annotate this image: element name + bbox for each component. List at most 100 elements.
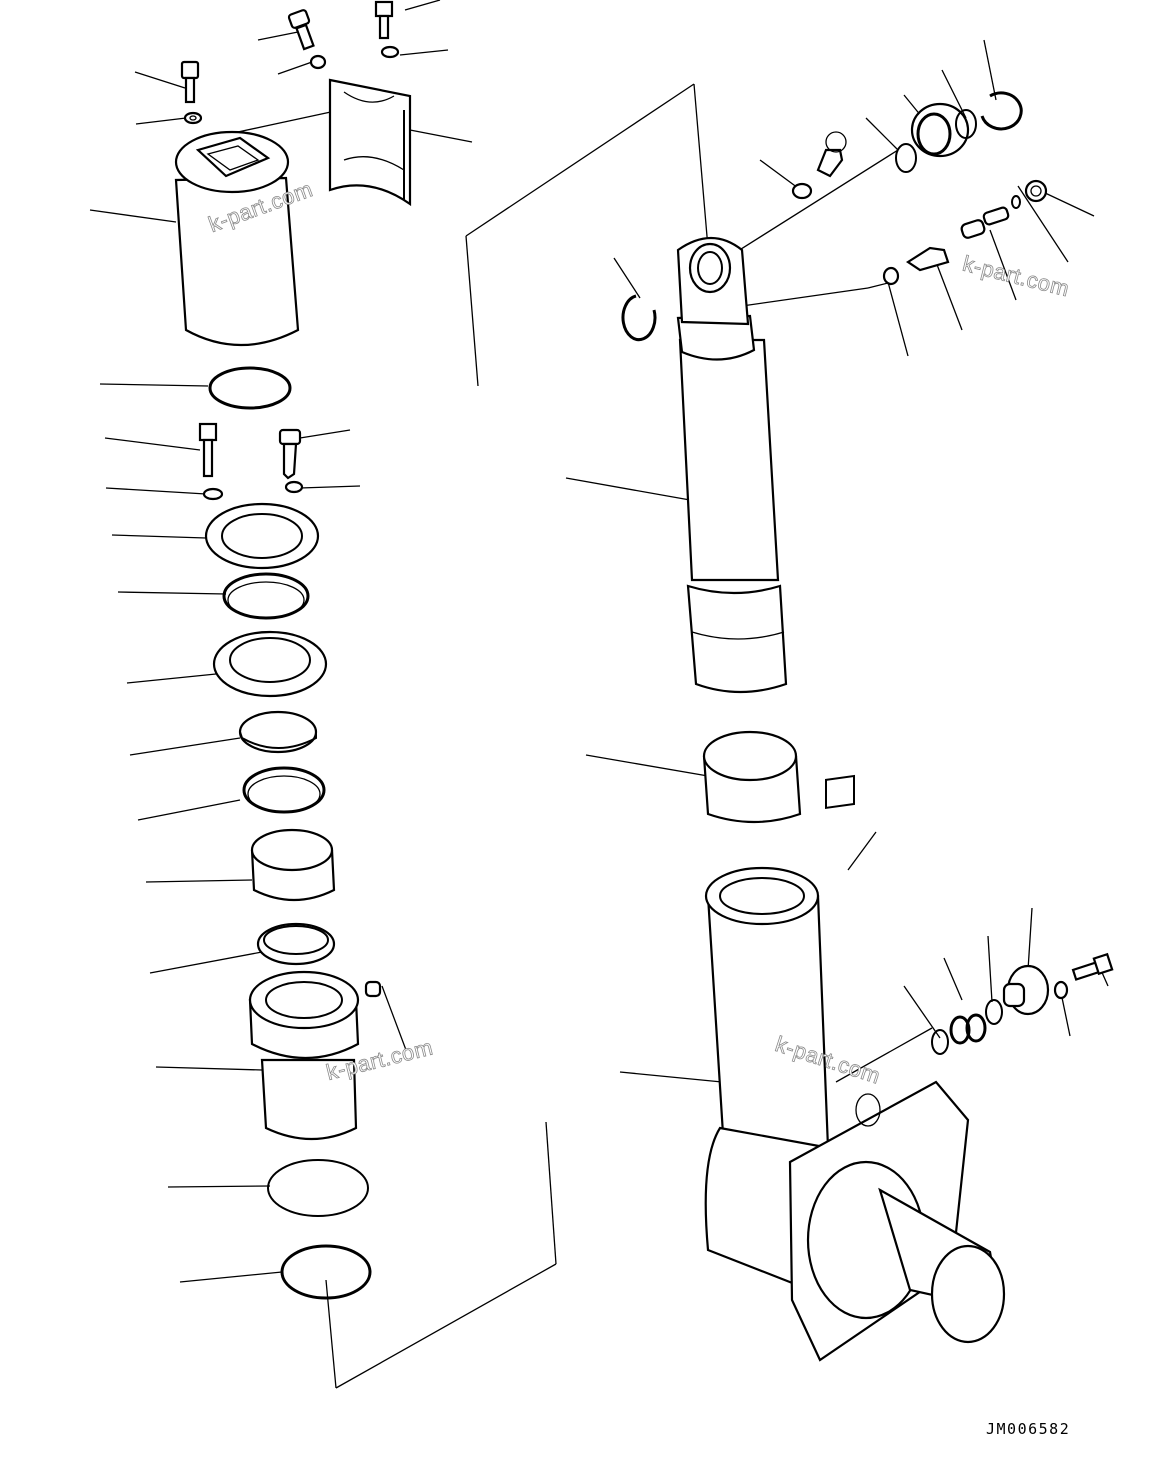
leader-line xyxy=(99,383,209,387)
leader-line xyxy=(619,1071,723,1083)
leader-line xyxy=(149,951,263,974)
part-grease-fitting xyxy=(816,131,847,178)
part-hex-bolt-top xyxy=(374,0,394,40)
leader-line xyxy=(404,0,441,11)
part-seal-ring xyxy=(222,572,310,620)
part-o-ring xyxy=(267,1159,369,1217)
leader-line xyxy=(887,281,909,357)
part-spring xyxy=(960,219,986,239)
leader-line xyxy=(145,879,253,883)
leader-line xyxy=(134,71,186,89)
group-bracket-line xyxy=(835,1027,933,1083)
drawing-code: JM006582 xyxy=(986,1420,1071,1438)
leader-line xyxy=(903,985,941,1039)
part-seal-ring xyxy=(242,766,326,814)
leader-line xyxy=(299,485,361,489)
leader-line xyxy=(935,261,963,331)
leader-line xyxy=(111,534,207,539)
leader-line xyxy=(1017,185,1069,263)
leader-line xyxy=(409,129,473,143)
part-cylindrical-cover xyxy=(174,130,300,347)
leader-line xyxy=(126,673,217,684)
leader-line xyxy=(257,31,299,41)
leader-line xyxy=(865,117,899,151)
part-washer xyxy=(309,54,327,70)
part-hex-bolt-top-left xyxy=(180,60,200,104)
part-o-ring xyxy=(280,1244,372,1300)
part-o-ring xyxy=(931,1029,949,1055)
part-flange-fitting xyxy=(1002,964,1050,1016)
leader-line xyxy=(613,257,641,299)
part-o-ring xyxy=(965,1013,987,1043)
part-nut xyxy=(1024,179,1048,203)
group-bracket-line xyxy=(465,83,695,237)
part-name-plate xyxy=(825,774,855,810)
part-o-ring xyxy=(985,999,1003,1025)
leader-line xyxy=(167,1185,271,1188)
part-cylinder-bushing xyxy=(702,730,802,824)
part-o-ring xyxy=(1011,195,1021,209)
leader-line xyxy=(155,1066,263,1071)
leader-line xyxy=(943,957,963,1001)
leader-line xyxy=(989,229,1017,301)
part-washer xyxy=(1053,980,1069,1000)
leader-line xyxy=(137,799,241,821)
part-flange-bolt-mid xyxy=(278,428,302,480)
part-flange-bolt xyxy=(287,9,315,51)
part-o-ring xyxy=(895,143,917,173)
leader-line xyxy=(179,1271,283,1283)
part-wiper-seal xyxy=(256,922,336,966)
part-flange-ring xyxy=(212,630,328,698)
leader-line xyxy=(759,159,799,189)
leader-lines xyxy=(89,0,1109,1283)
leader-line xyxy=(135,117,187,125)
leader-line xyxy=(847,831,877,871)
part-back-up-ring xyxy=(949,1015,971,1045)
group-bracket-line xyxy=(693,83,709,249)
part-washer xyxy=(202,487,224,501)
leader-line xyxy=(1027,907,1033,971)
leader-line xyxy=(117,591,227,595)
leader-line xyxy=(565,477,691,501)
part-cylinder-head xyxy=(248,970,360,1141)
leader-line xyxy=(104,437,201,451)
part-washer xyxy=(882,266,900,286)
part-washer xyxy=(380,45,400,59)
leader-line xyxy=(381,985,407,1051)
part-cylinder-body xyxy=(676,237,788,694)
leader-line xyxy=(105,487,207,495)
part-bushing-ring xyxy=(238,710,318,754)
part-relief-valve xyxy=(905,246,950,272)
leader-line xyxy=(277,61,313,75)
leader-line xyxy=(1042,191,1095,217)
leader-line xyxy=(987,935,993,1003)
part-washer xyxy=(284,480,304,494)
part-snap-ring xyxy=(980,91,1023,131)
part-o-ring xyxy=(208,366,292,410)
leader-line xyxy=(585,754,709,777)
part-hex-bolt-mid xyxy=(198,422,218,478)
part-cover-bracket xyxy=(328,78,412,207)
part-plug xyxy=(364,980,382,998)
part-o-ring xyxy=(955,109,977,139)
group-bracket-line xyxy=(465,235,479,387)
leader-line xyxy=(89,209,177,223)
group-bracket-line xyxy=(729,149,899,257)
part-bolt xyxy=(1071,952,1114,981)
part-knuckle-housing xyxy=(704,866,1006,1362)
part-washer xyxy=(183,111,203,125)
group-bracket-line xyxy=(335,1263,557,1389)
group-brackets xyxy=(209,83,933,1389)
part-snap-ring xyxy=(621,294,657,342)
part-washer xyxy=(791,182,813,200)
part-bushing xyxy=(250,828,336,902)
part-bolt-plate-ring xyxy=(204,502,320,570)
leader-line xyxy=(299,429,351,439)
group-bracket-line xyxy=(545,1121,557,1265)
leader-line xyxy=(399,49,449,56)
leader-line xyxy=(129,737,241,756)
part-plunger xyxy=(982,206,1010,226)
leader-line xyxy=(983,39,997,101)
